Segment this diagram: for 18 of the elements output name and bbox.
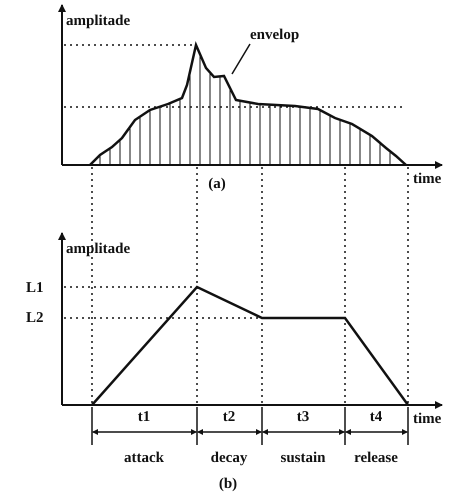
waveform-drawing (89, 41, 407, 166)
axis-label: amplitade (66, 14, 130, 29)
phase-label: decay (210, 451, 248, 466)
phase-label: attack (124, 451, 164, 466)
phase-label: release (354, 451, 398, 466)
level-label: L1 (26, 281, 44, 296)
callout-label: envelop (250, 28, 300, 43)
level-label: L2 (26, 311, 44, 326)
axis-label: amplitade (66, 242, 130, 257)
phase-label: sustain (280, 451, 326, 466)
dimension-label: t3 (296, 410, 310, 425)
figure-label: (b) (218, 477, 238, 492)
leader-line (231, 44, 251, 74)
dimension-label: t4 (370, 410, 382, 425)
dimension-label: t1 (138, 410, 150, 425)
axis-label: time (413, 412, 442, 427)
axis-label: time (413, 172, 442, 187)
dimension-label: t2 (222, 410, 236, 425)
